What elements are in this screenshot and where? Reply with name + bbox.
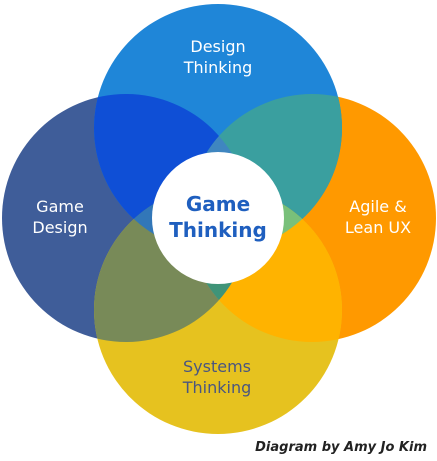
label-agile-lean-ux: Agile & Lean UX — [330, 196, 426, 238]
label-game-design: Game Design — [14, 196, 106, 238]
label-game-design-line-2: Design — [32, 218, 88, 237]
label-game-thinking-line-1: Game — [185, 192, 251, 216]
label-game-thinking-line-2: Thinking — [169, 218, 267, 242]
diagram-credit: Diagram by Amy Jo Kim — [255, 440, 427, 455]
label-agile-lean-ux-line-2: Lean UX — [344, 218, 412, 237]
label-systems-thinking: Systems Thinking — [152, 356, 282, 398]
label-game-thinking: Game Thinking — [150, 191, 286, 243]
label-game-design-line-1: Game — [36, 197, 84, 216]
center-circle — [152, 152, 284, 284]
label-agile-lean-ux-line-1: Agile & — [349, 197, 407, 216]
label-design-thinking: Design Thinking — [168, 36, 268, 78]
label-design-thinking-line-1: Design — [190, 37, 246, 56]
label-design-thinking-line-2: Thinking — [183, 58, 253, 77]
label-systems-thinking-line-2: Thinking — [182, 378, 252, 397]
label-systems-thinking-line-1: Systems — [183, 357, 251, 376]
